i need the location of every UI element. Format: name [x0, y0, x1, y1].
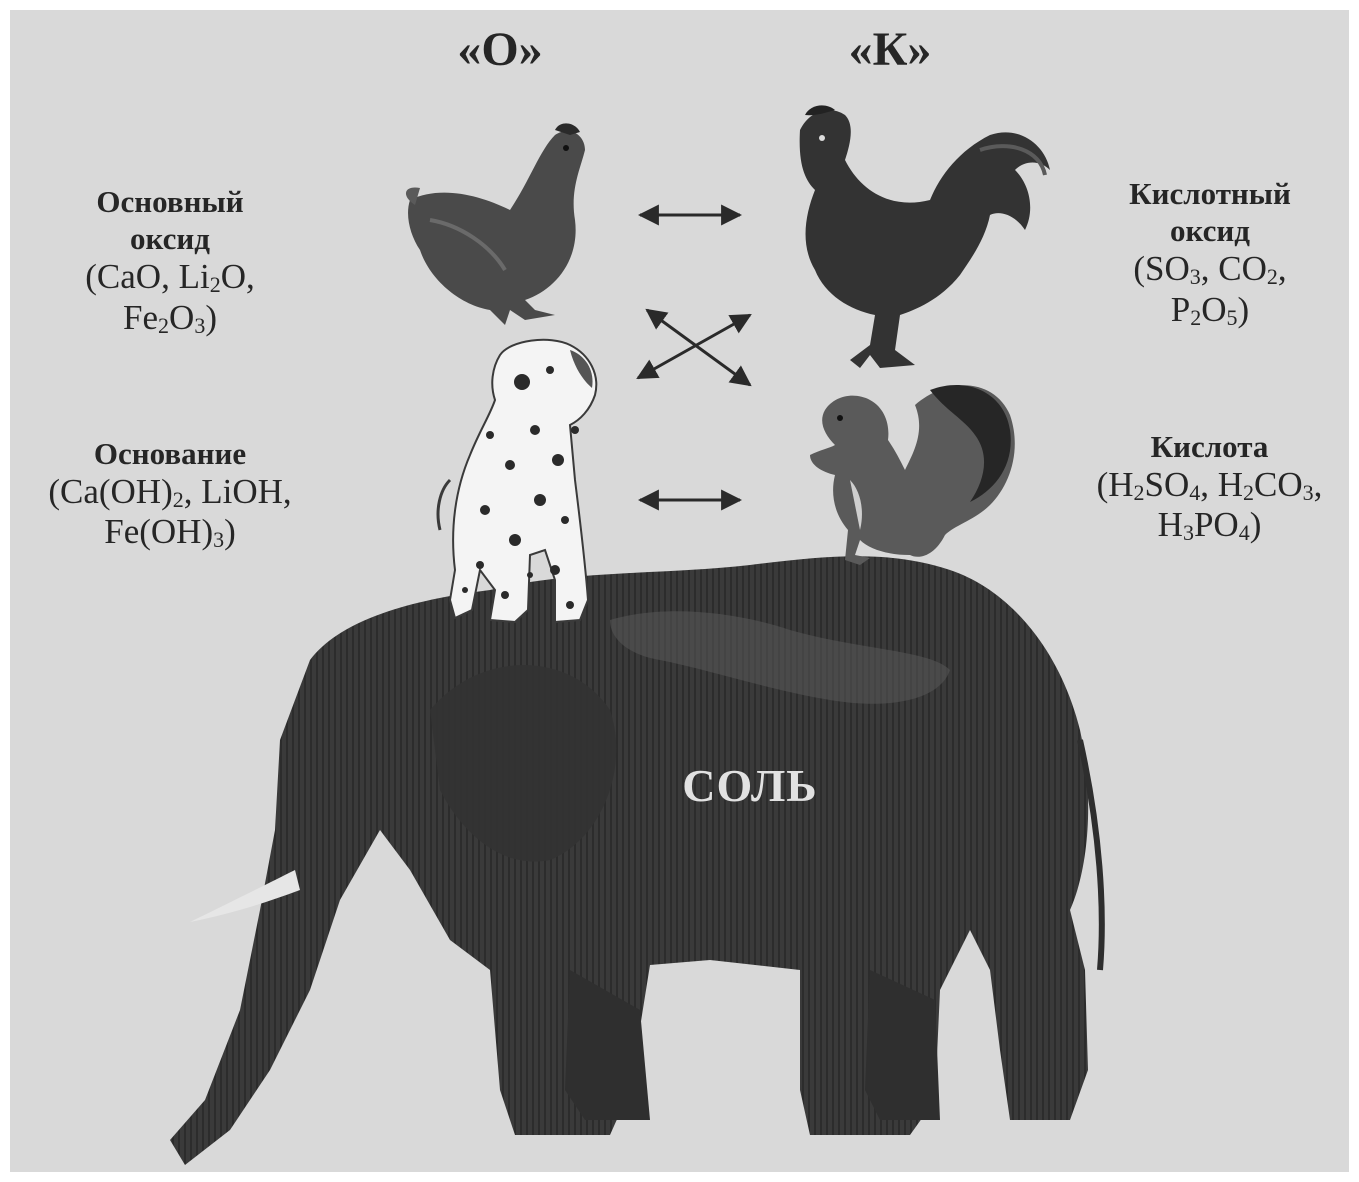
acid-formulas-line2: H3PO4): [1070, 505, 1349, 545]
base-formulas-line1: (Ca(OH)2, LiOH,: [10, 472, 330, 512]
basic-oxide-formulas-line1: (CaO, Li2O,: [30, 257, 310, 297]
base-term: Основание: [10, 435, 330, 472]
acid-term: Кислота: [1070, 428, 1349, 465]
basic-column-header: «О»: [410, 22, 590, 77]
basic-oxide-term-line2: оксид: [30, 220, 310, 257]
basic-oxide-term-line1: Основный: [30, 183, 310, 220]
acid-formulas-line1: (H2SO4, H2CO3,: [1070, 465, 1349, 505]
hen-icon: [406, 123, 585, 325]
acidic-oxide-formulas-line1: (SO3, CO2,: [1080, 249, 1340, 289]
basic-oxide-formulas-line2: Fe2O3): [30, 298, 310, 338]
acidic-oxide-label: Кислотный оксид (SO3, CO2, P2O5): [1080, 175, 1340, 330]
acidic-oxide-term-line1: Кислотный: [1080, 175, 1340, 212]
base-formulas-line2: Fe(OH)3): [10, 512, 330, 552]
diagram-frame: «О» «К» Основный оксид (CaO, Li2O, Fe2O3…: [10, 10, 1349, 1172]
elephant-icon: [170, 556, 1102, 1165]
base-label: Основание (Ca(OH)2, LiOH, Fe(OH)3): [10, 435, 330, 553]
acidic-oxide-formulas-line2: P2O5): [1080, 290, 1340, 330]
dalmatian-icon: [438, 340, 596, 622]
salt-label: СОЛЬ: [640, 760, 860, 813]
acidic-column-header: «К»: [800, 22, 980, 77]
acidic-oxide-term-line2: оксид: [1080, 212, 1340, 249]
squirrel-icon: [810, 385, 1015, 565]
rooster-icon: [800, 105, 1050, 368]
acid-label: Кислота (H2SO4, H2CO3, H3PO4): [1070, 428, 1349, 546]
basic-oxide-label: Основный оксид (CaO, Li2O, Fe2O3): [30, 183, 310, 338]
cross-diagonal-arrows: [638, 310, 750, 385]
